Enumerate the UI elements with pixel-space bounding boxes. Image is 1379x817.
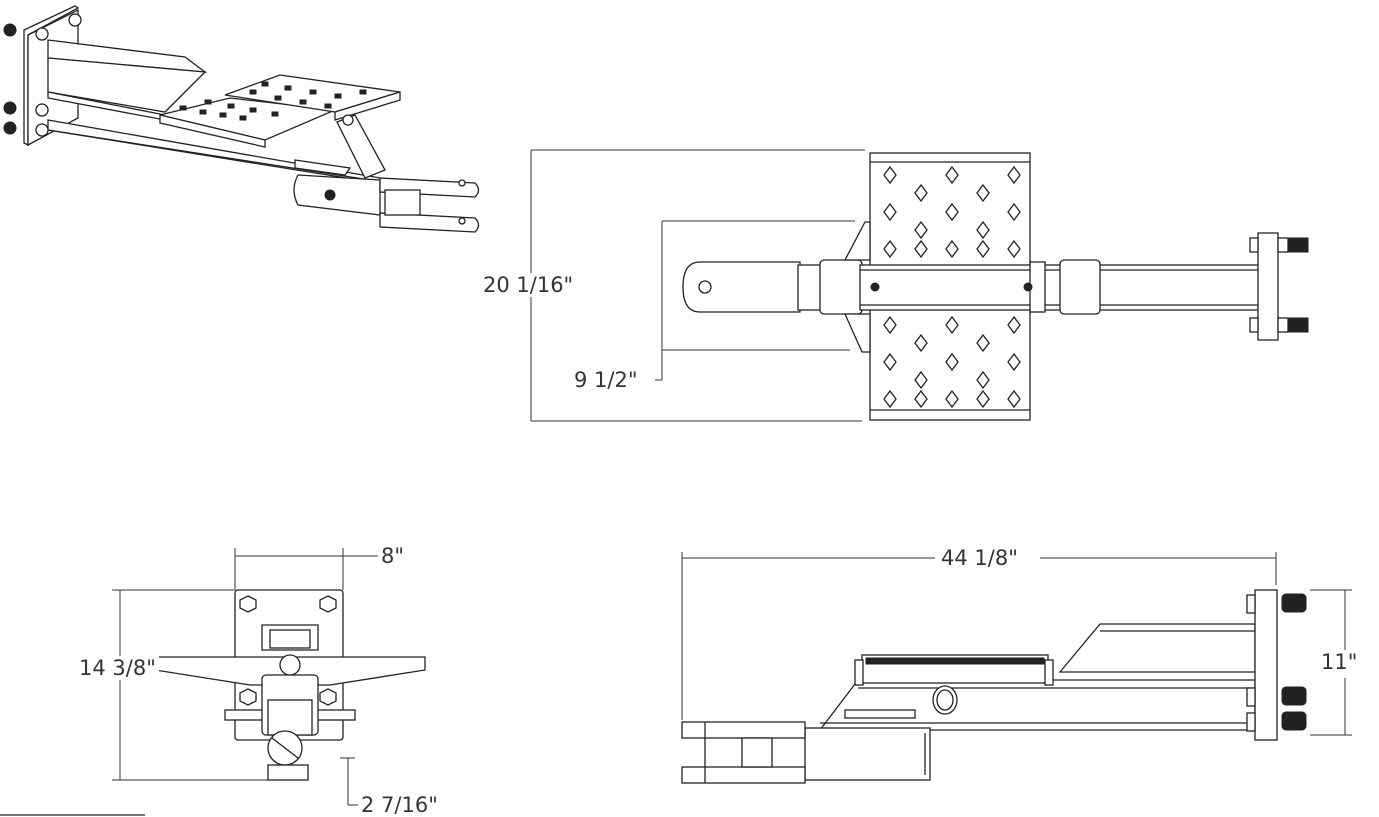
tread-diamond	[976, 239, 990, 259]
tread-diamond	[1007, 389, 1021, 409]
dimension-overall-length: 44 1/8"	[938, 546, 1021, 570]
tread-diamond	[976, 183, 990, 203]
tread-diamond	[945, 315, 959, 335]
tread-diamond	[976, 333, 990, 353]
side-view	[681, 552, 1352, 784]
tread-diamond	[914, 370, 928, 390]
tread-diamond	[976, 389, 990, 409]
tread-diamond	[945, 202, 959, 222]
dimension-overall-width: 20 1/16"	[480, 273, 577, 297]
tread-diamond	[976, 220, 990, 240]
tread-diamond	[945, 389, 959, 409]
tread-diamond	[883, 389, 897, 409]
tread-diamond	[945, 165, 959, 185]
tread-diamond	[945, 352, 959, 372]
tread-diamond	[914, 220, 928, 240]
tread-diamond	[1007, 352, 1021, 372]
tread-diamond	[914, 183, 928, 203]
tread-diamond	[914, 333, 928, 353]
isometric-view	[3, 5, 480, 233]
tread-diamond	[1007, 165, 1021, 185]
tread-diamond	[945, 239, 959, 259]
tread-diamond	[883, 202, 897, 222]
tread-diamond	[1007, 239, 1021, 259]
tread-diamond	[883, 315, 897, 335]
tread-diamond	[914, 239, 928, 259]
tread-diamond	[914, 389, 928, 409]
dimension-front-height: 14 3/8"	[76, 656, 159, 680]
dimension-plate-width: 8"	[378, 544, 408, 568]
tread-diamond	[883, 352, 897, 372]
tread-diamond	[883, 239, 897, 259]
top-view	[530, 149, 1309, 422]
tread-diamond	[976, 370, 990, 390]
dimension-step-width: 9 1/2"	[571, 368, 641, 392]
front-view	[0, 548, 426, 816]
tread-diamond	[883, 165, 897, 185]
dimension-plate-height: 11"	[1318, 650, 1361, 674]
tread-diamond	[1007, 315, 1021, 335]
dimension-pin-offset: 2 7/16"	[358, 793, 441, 817]
tread-diamond	[1007, 202, 1021, 222]
